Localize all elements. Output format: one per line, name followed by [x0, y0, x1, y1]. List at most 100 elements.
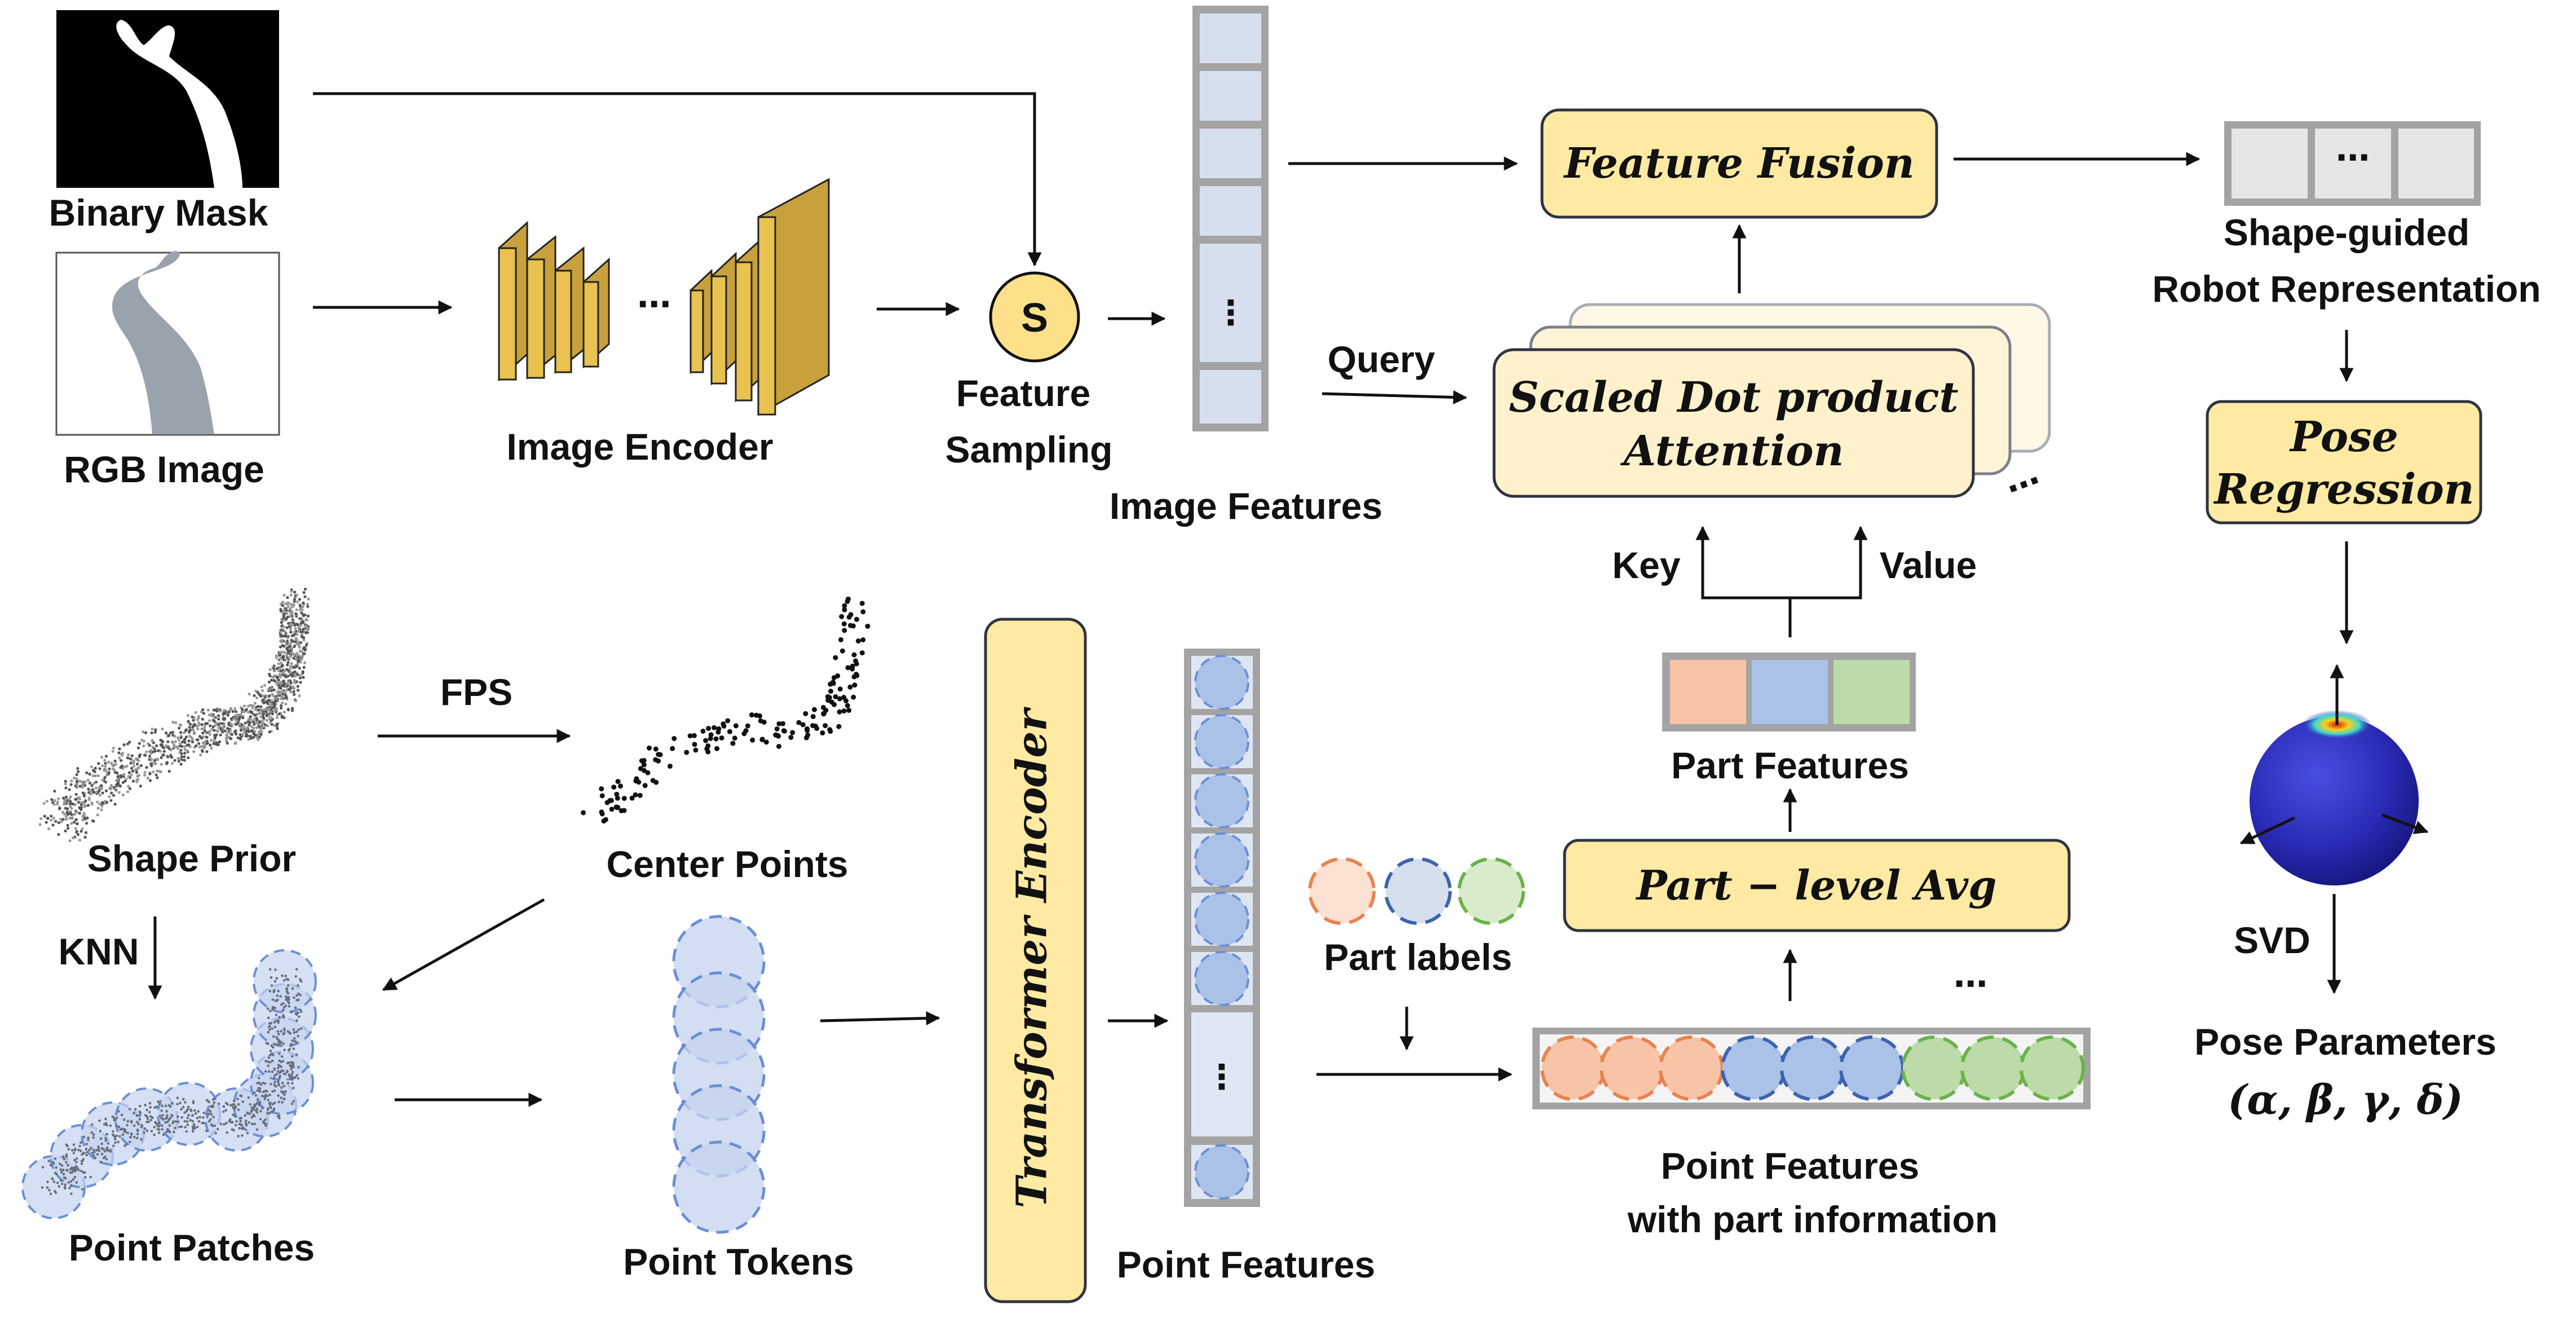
- shape-prior-point: [126, 756, 129, 760]
- shape-prior-point: [233, 730, 237, 734]
- shape-prior-point: [298, 673, 302, 677]
- tokens-to-transformer-arrow: [820, 1011, 940, 1026]
- shape-prior-point: [89, 792, 92, 796]
- shape-prior-point: [249, 715, 252, 719]
- patch-point: [299, 994, 302, 997]
- shape-prior-point: [92, 790, 96, 794]
- shape-prior-point: [101, 778, 104, 782]
- patch-point: [177, 1120, 180, 1123]
- patch-point: [297, 1028, 300, 1032]
- shape-prior-point: [240, 726, 244, 729]
- patch-point: [213, 1124, 216, 1127]
- shape-prior-point: [105, 773, 108, 777]
- feature-sampling-node: [989, 271, 1080, 363]
- shape-prior-point: [278, 673, 281, 676]
- shape-prior-point: [235, 722, 238, 726]
- patch-point: [295, 994, 298, 997]
- shape-prior-point: [223, 729, 227, 733]
- patch-point: [67, 1148, 70, 1151]
- patch-point: [253, 1122, 257, 1126]
- shape-prior-point: [260, 725, 264, 729]
- shape-prior-point: [255, 696, 259, 700]
- shape-prior-point: [213, 715, 216, 719]
- shape-prior-point: [96, 806, 100, 810]
- center-point: [656, 758, 661, 764]
- patch-point: [136, 1121, 139, 1123]
- shape-prior-point: [121, 752, 125, 755]
- shape-prior-point: [283, 651, 287, 654]
- shape-prior-point: [288, 667, 291, 671]
- shape-prior-point: [156, 757, 159, 761]
- shape-prior-point: [85, 822, 89, 825]
- shape-prior-point: [229, 722, 233, 726]
- shape-prior-point: [241, 733, 244, 736]
- shape-prior-point: [268, 707, 271, 710]
- point-features-column: ⋮: [1184, 649, 1260, 1207]
- shape-prior-point: [229, 717, 233, 721]
- shape-prior-point: [238, 736, 242, 740]
- shape-prior-point: [267, 688, 270, 691]
- shape-prior-point: [290, 590, 293, 593]
- patch-point: [74, 1147, 77, 1151]
- shape-prior-point: [88, 798, 91, 801]
- shape-prior-point: [212, 708, 215, 712]
- shape-prior-point: [262, 708, 266, 712]
- patch-point: [273, 1021, 276, 1024]
- shape-prior-point: [302, 676, 305, 679]
- patch-point: [87, 1138, 90, 1142]
- patch-point: [52, 1162, 55, 1165]
- patch-point: [135, 1114, 139, 1117]
- shape-prior-point: [286, 680, 290, 684]
- patch-point: [68, 1187, 71, 1189]
- shape-prior-point: [153, 730, 157, 734]
- shape-prior-point: [291, 707, 294, 710]
- center-point: [687, 733, 693, 739]
- patch-point: [281, 1008, 285, 1012]
- center-point: [842, 628, 847, 633]
- patch-point: [250, 1122, 254, 1126]
- patch-point: [104, 1137, 107, 1140]
- shape-prior-point: [151, 746, 154, 749]
- shape-prior-point: [286, 596, 289, 600]
- attention-box: [1492, 348, 1975, 498]
- shape-prior-point: [302, 601, 305, 605]
- patch-point: [73, 1166, 77, 1169]
- shape-prior-point: [96, 813, 99, 817]
- patch-point: [121, 1133, 125, 1136]
- shape-prior-point: [268, 730, 271, 734]
- shape-prior-point: [45, 821, 48, 824]
- patch-point: [297, 984, 299, 987]
- patch-point: [91, 1123, 94, 1126]
- shape-prior-point: [201, 717, 204, 721]
- patch-point: [201, 1116, 205, 1119]
- patch-point: [104, 1139, 108, 1142]
- patch-point: [184, 1101, 187, 1104]
- patch-point: [277, 1019, 280, 1022]
- patch-point: [133, 1136, 136, 1139]
- patch-point: [183, 1120, 187, 1123]
- shape-prior-point: [289, 686, 293, 690]
- patch-point: [65, 1155, 68, 1158]
- shape-prior-point: [103, 776, 107, 779]
- patch-point: [268, 990, 271, 993]
- shape-prior-point: [282, 619, 285, 622]
- patch-point: [65, 1161, 68, 1164]
- shape-prior-point: [249, 734, 253, 738]
- shape-prior-point: [126, 742, 130, 746]
- center-point: [692, 742, 697, 747]
- shape-prior-point: [216, 730, 220, 733]
- patch-point: [112, 1133, 114, 1136]
- center-point: [859, 650, 865, 656]
- patch-point: [145, 1129, 149, 1132]
- patch-point: [67, 1163, 70, 1167]
- part-labels-label: Part labels: [1324, 936, 1512, 978]
- feature-fusion-label: Feature Fusion: [1563, 139, 1914, 188]
- center-point: [788, 734, 794, 740]
- patch-point: [207, 1100, 210, 1104]
- patch-point: [280, 1060, 282, 1064]
- patch-point: [276, 1080, 280, 1083]
- shape-prior-point: [149, 762, 153, 765]
- shape-guided-label-1: Shape-guided: [2224, 211, 2469, 253]
- patch-point: [295, 999, 298, 1002]
- center-point: [828, 689, 833, 694]
